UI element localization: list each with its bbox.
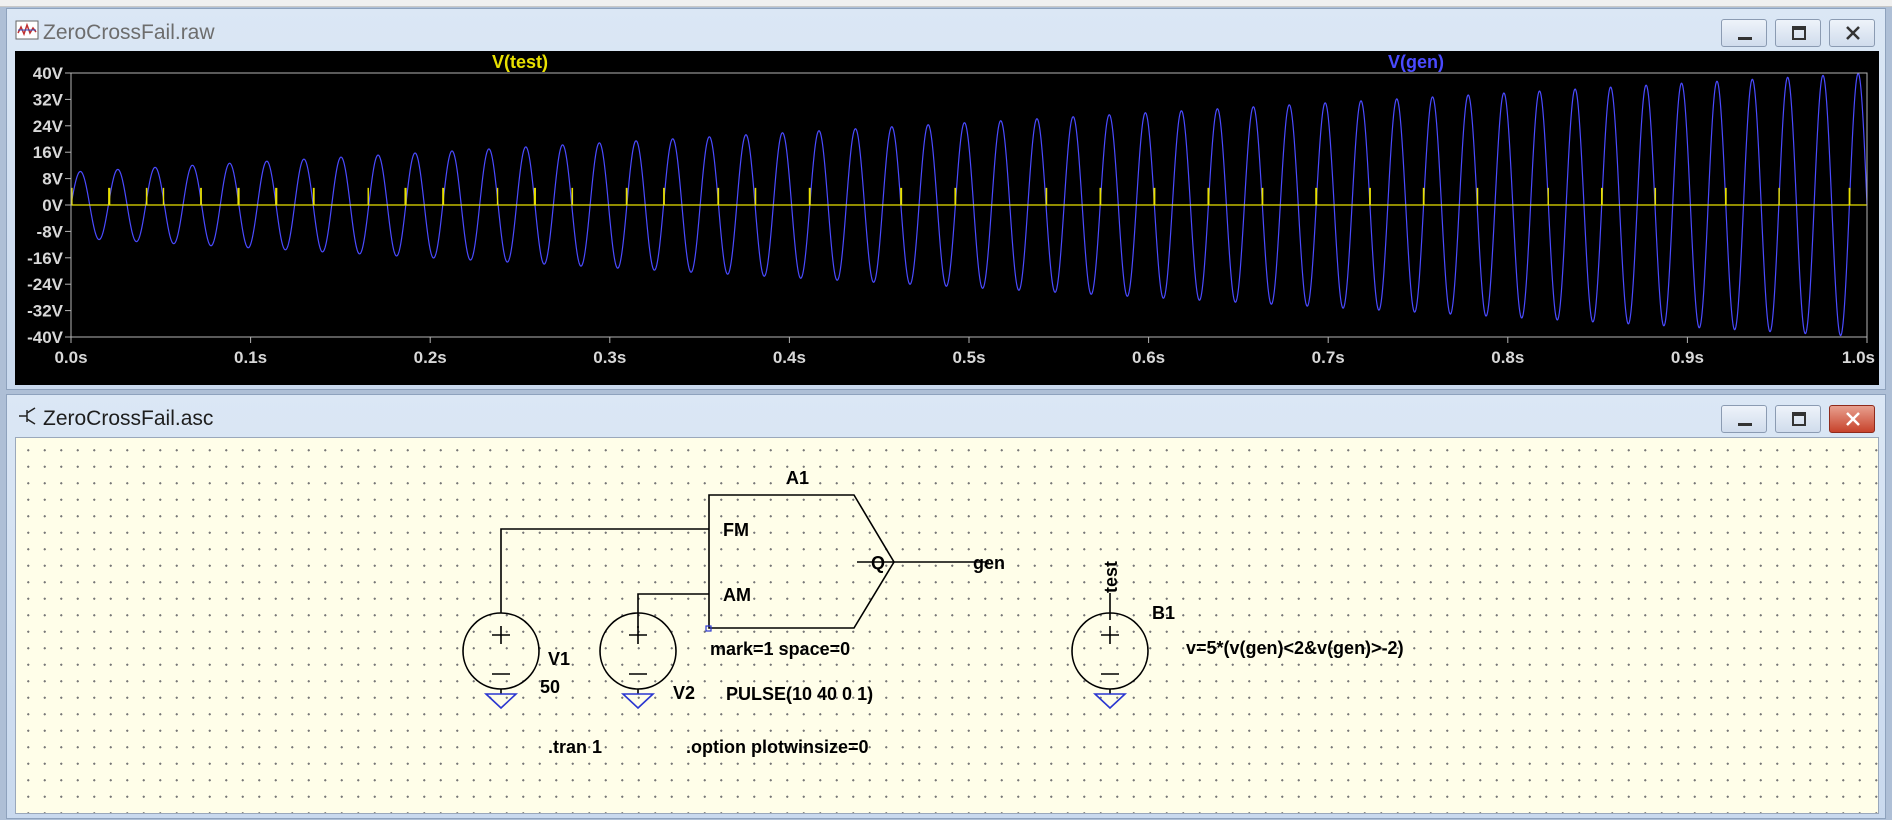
- legend-vtest[interactable]: V(test): [492, 52, 548, 72]
- y-tick-label: 0V: [42, 196, 63, 215]
- waveform-window-title: ZeroCrossFail.raw: [43, 21, 215, 44]
- y-tick-label: -32V: [27, 302, 64, 321]
- x-tick-label: 0.6s: [1132, 348, 1165, 367]
- schematic-window-title: ZeroCrossFail.asc: [43, 407, 214, 430]
- a1-label[interactable]: A1: [786, 468, 809, 488]
- x-tick-label: 0.4s: [773, 348, 806, 367]
- a1-attributes[interactable]: mark=1 space=0: [710, 639, 850, 659]
- waveform-plot-svg[interactable]: V(test) V(gen) 40V 32V 24V 16V 8V 0V -8V -16V -2…: [15, 51, 1879, 385]
- v2-source[interactable]: [599, 612, 677, 694]
- x-tick-label: 0.0s: [54, 348, 87, 367]
- b1-expression[interactable]: v=5*(v(gen)<2&v(gen)>-2): [1186, 638, 1404, 658]
- y-tick-label: 32V: [33, 90, 64, 109]
- x-tick-label: 0.1s: [234, 348, 267, 367]
- maximize-icon: [1792, 26, 1806, 40]
- minimize-icon: [1738, 423, 1752, 426]
- schematic-svg[interactable]: A1 FM AM Q gen mark=1 space=0 V1 50: [16, 438, 1880, 815]
- schematic-titlebar[interactable]: ZeroCrossFail.asc: [7, 395, 1885, 435]
- close-icon: [1846, 412, 1860, 426]
- tran-directive[interactable]: .tran 1: [548, 737, 602, 757]
- am-pin-label: AM: [723, 585, 751, 605]
- waveform-titlebar[interactable]: ZeroCrossFail.raw: [7, 9, 1885, 49]
- schematic-window: ZeroCrossFail.asc A1 FM: [6, 394, 1886, 819]
- v2-label[interactable]: V2: [673, 683, 695, 703]
- desktop-top-strip: [0, 0, 1892, 7]
- y-tick-label: -40V: [27, 328, 64, 347]
- ground-icon: [1092, 693, 1128, 710]
- x-axis: 0.0s 0.1s 0.2s 0.3s 0.4s 0.5s 0.6s 0.7s 0.8s 0.9s…: [54, 337, 1875, 367]
- trace-vgen[interactable]: [70, 72, 1868, 337]
- a1-component[interactable]: [705, 494, 895, 632]
- minimize-button[interactable]: [1721, 405, 1767, 433]
- x-tick-label: 0.8s: [1491, 348, 1524, 367]
- close-icon: [1846, 26, 1860, 40]
- v1-value[interactable]: 50: [540, 677, 560, 697]
- x-tick-label: 0.9s: [1671, 348, 1704, 367]
- wires[interactable]: [500, 528, 1111, 628]
- waveform-plot[interactable]: V(test) V(gen) 40V 32V 24V 16V 8V 0V -8V -16V -2…: [15, 51, 1879, 385]
- fm-pin-label: FM: [723, 520, 749, 540]
- junction-marker: [705, 625, 712, 632]
- maximize-icon: [1792, 412, 1806, 426]
- y-tick-label: 16V: [33, 143, 64, 162]
- v1-source[interactable]: [462, 612, 540, 694]
- y-tick-label: -24V: [27, 275, 64, 294]
- legend-vgen[interactable]: V(gen): [1388, 52, 1444, 72]
- schematic-canvas[interactable]: A1 FM AM Q gen mark=1 space=0 V1 50: [15, 437, 1879, 814]
- v1-label[interactable]: V1: [548, 649, 570, 669]
- y-axis: 40V 32V 24V 16V 8V 0V -8V -16V -24V -32V -40V: [27, 64, 71, 347]
- close-button[interactable]: [1829, 405, 1875, 433]
- y-tick-label: 40V: [33, 64, 64, 83]
- x-tick-label: 0.2s: [414, 348, 447, 367]
- ground-icon: [620, 693, 656, 710]
- option-directive[interactable]: .option plotwinsize=0: [686, 737, 869, 757]
- v2-value[interactable]: PULSE(10 40 0 1): [726, 684, 873, 704]
- minimize-button[interactable]: [1721, 19, 1767, 47]
- trace-vtest[interactable]: [71, 187, 1867, 206]
- maximize-button[interactable]: [1775, 19, 1821, 47]
- y-tick-label: -8V: [37, 222, 64, 241]
- y-tick-label: -16V: [27, 249, 64, 268]
- waveform-app-icon: [15, 20, 39, 40]
- ground-icon: [483, 693, 519, 710]
- y-tick-label: 24V: [33, 117, 64, 136]
- x-tick-label: 0.7s: [1312, 348, 1345, 367]
- waveform-window: ZeroCrossFail.raw V(test) V(gen) 40V 32V 2…: [6, 8, 1886, 390]
- b1-source[interactable]: [1071, 612, 1149, 694]
- y-tick-label: 8V: [42, 170, 63, 189]
- minimize-icon: [1738, 37, 1752, 40]
- gen-net-label[interactable]: gen: [973, 553, 1005, 573]
- q-pin-label: Q: [871, 553, 885, 573]
- x-tick-label: 1.0s: [1842, 348, 1875, 367]
- close-button[interactable]: [1829, 19, 1875, 47]
- x-tick-label: 0.3s: [593, 348, 626, 367]
- x-tick-label: 0.5s: [952, 348, 985, 367]
- test-net-label[interactable]: test: [1101, 561, 1121, 593]
- b1-label[interactable]: B1: [1152, 603, 1175, 623]
- maximize-button[interactable]: [1775, 405, 1821, 433]
- schematic-app-icon: [19, 407, 36, 425]
